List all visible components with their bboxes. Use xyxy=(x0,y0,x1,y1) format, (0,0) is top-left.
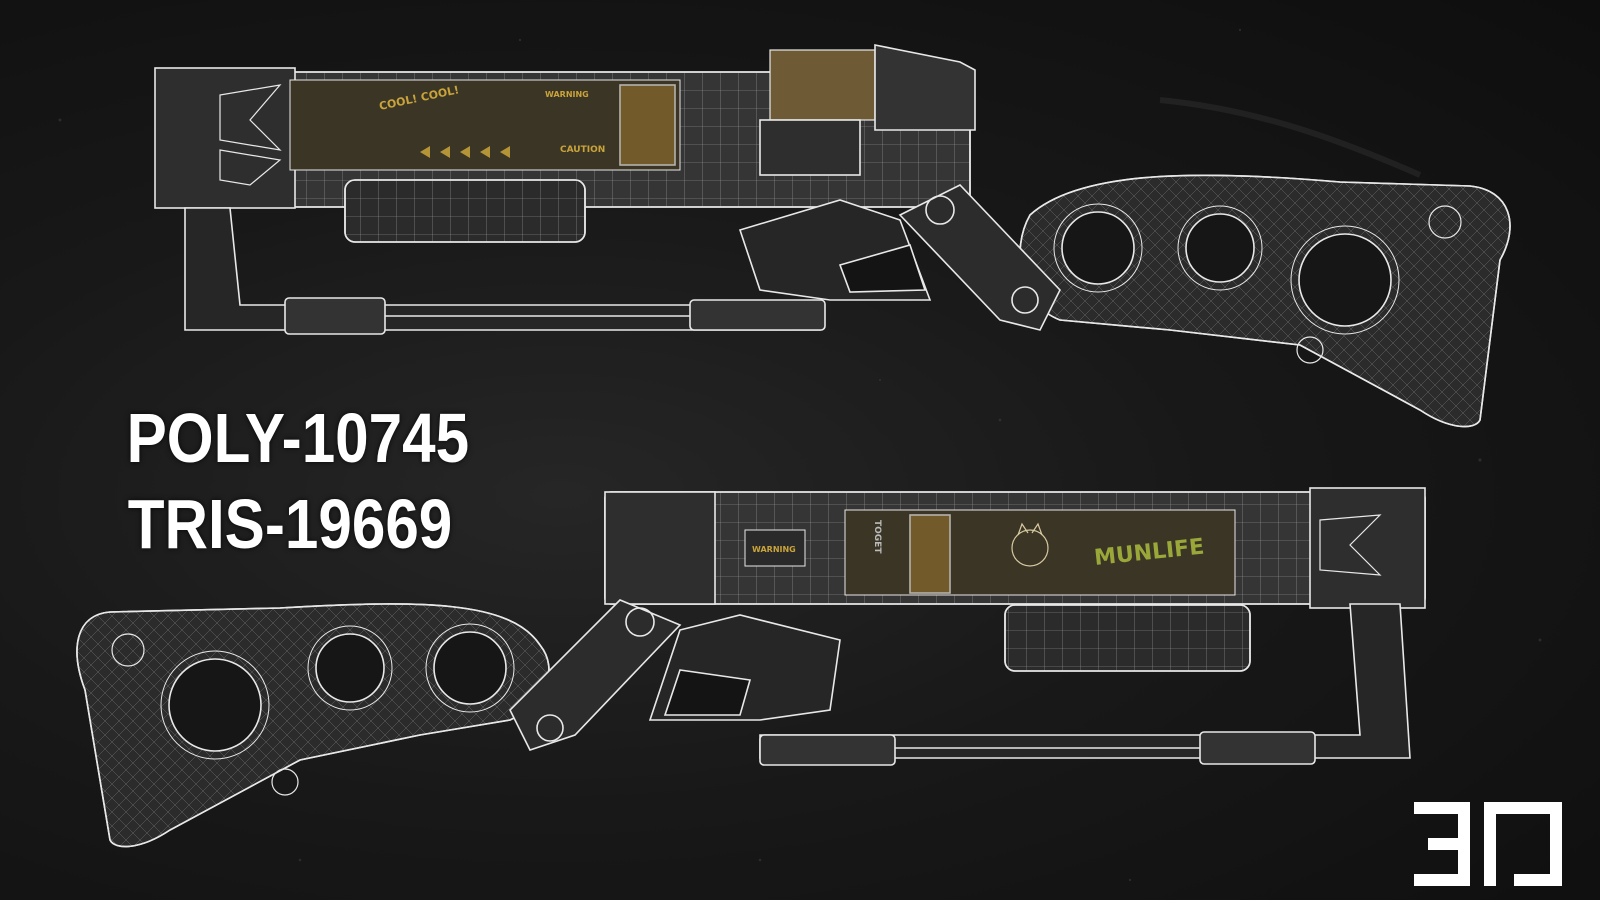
rifle-bottom xyxy=(76,487,1426,848)
decal-warning-top: WARNING xyxy=(545,90,589,99)
crank-lever-bottom xyxy=(509,599,682,751)
decal-serial: TOGET xyxy=(872,520,882,554)
decal-warning-bottom: WARNING xyxy=(752,545,796,554)
emitter-top xyxy=(769,49,876,121)
crank-lever-top xyxy=(898,184,1061,331)
polycount-stats: POLY-10745 TRIS-19669 xyxy=(126,395,470,567)
decal-cat-emblem xyxy=(1011,522,1049,567)
poly-count: POLY-10745 xyxy=(126,399,470,477)
tris-count: TRIS-19669 xyxy=(127,485,453,563)
decal-caution: CAUTION xyxy=(560,145,605,155)
rifle-top xyxy=(154,44,1511,428)
3d-logo-icon xyxy=(1414,802,1562,886)
